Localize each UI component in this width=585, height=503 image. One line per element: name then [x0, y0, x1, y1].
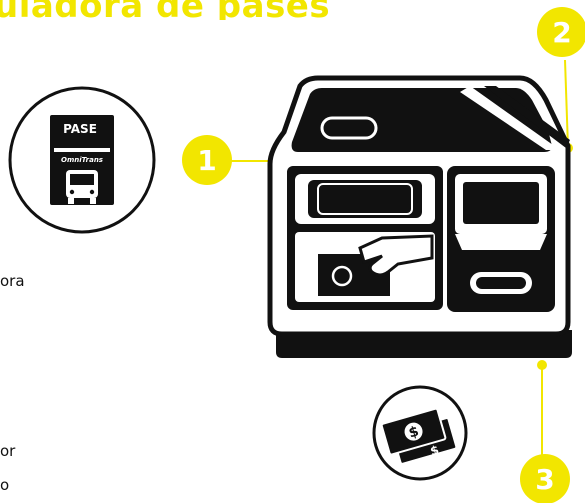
farebox-machine — [270, 78, 572, 358]
marker-badge-1: 1 — [182, 135, 232, 185]
pass-label: PASE — [63, 122, 97, 136]
marker-badge-2: 2 — [537, 7, 585, 57]
cash-icon: $ $ — [374, 387, 466, 479]
pass-card-icon: PASE OmniTrans — [10, 88, 154, 232]
callout-dot-3 — [537, 360, 547, 370]
marker-badge-3: 3 — [520, 454, 570, 503]
marker-number-1: 1 — [197, 144, 216, 177]
pass-dispenser-slot — [322, 118, 376, 138]
callout-line-2 — [565, 60, 568, 148]
marker-number-3: 3 — [535, 463, 554, 496]
pass-brand: OmniTrans — [61, 156, 103, 164]
marker-number-2: 2 — [552, 16, 571, 49]
